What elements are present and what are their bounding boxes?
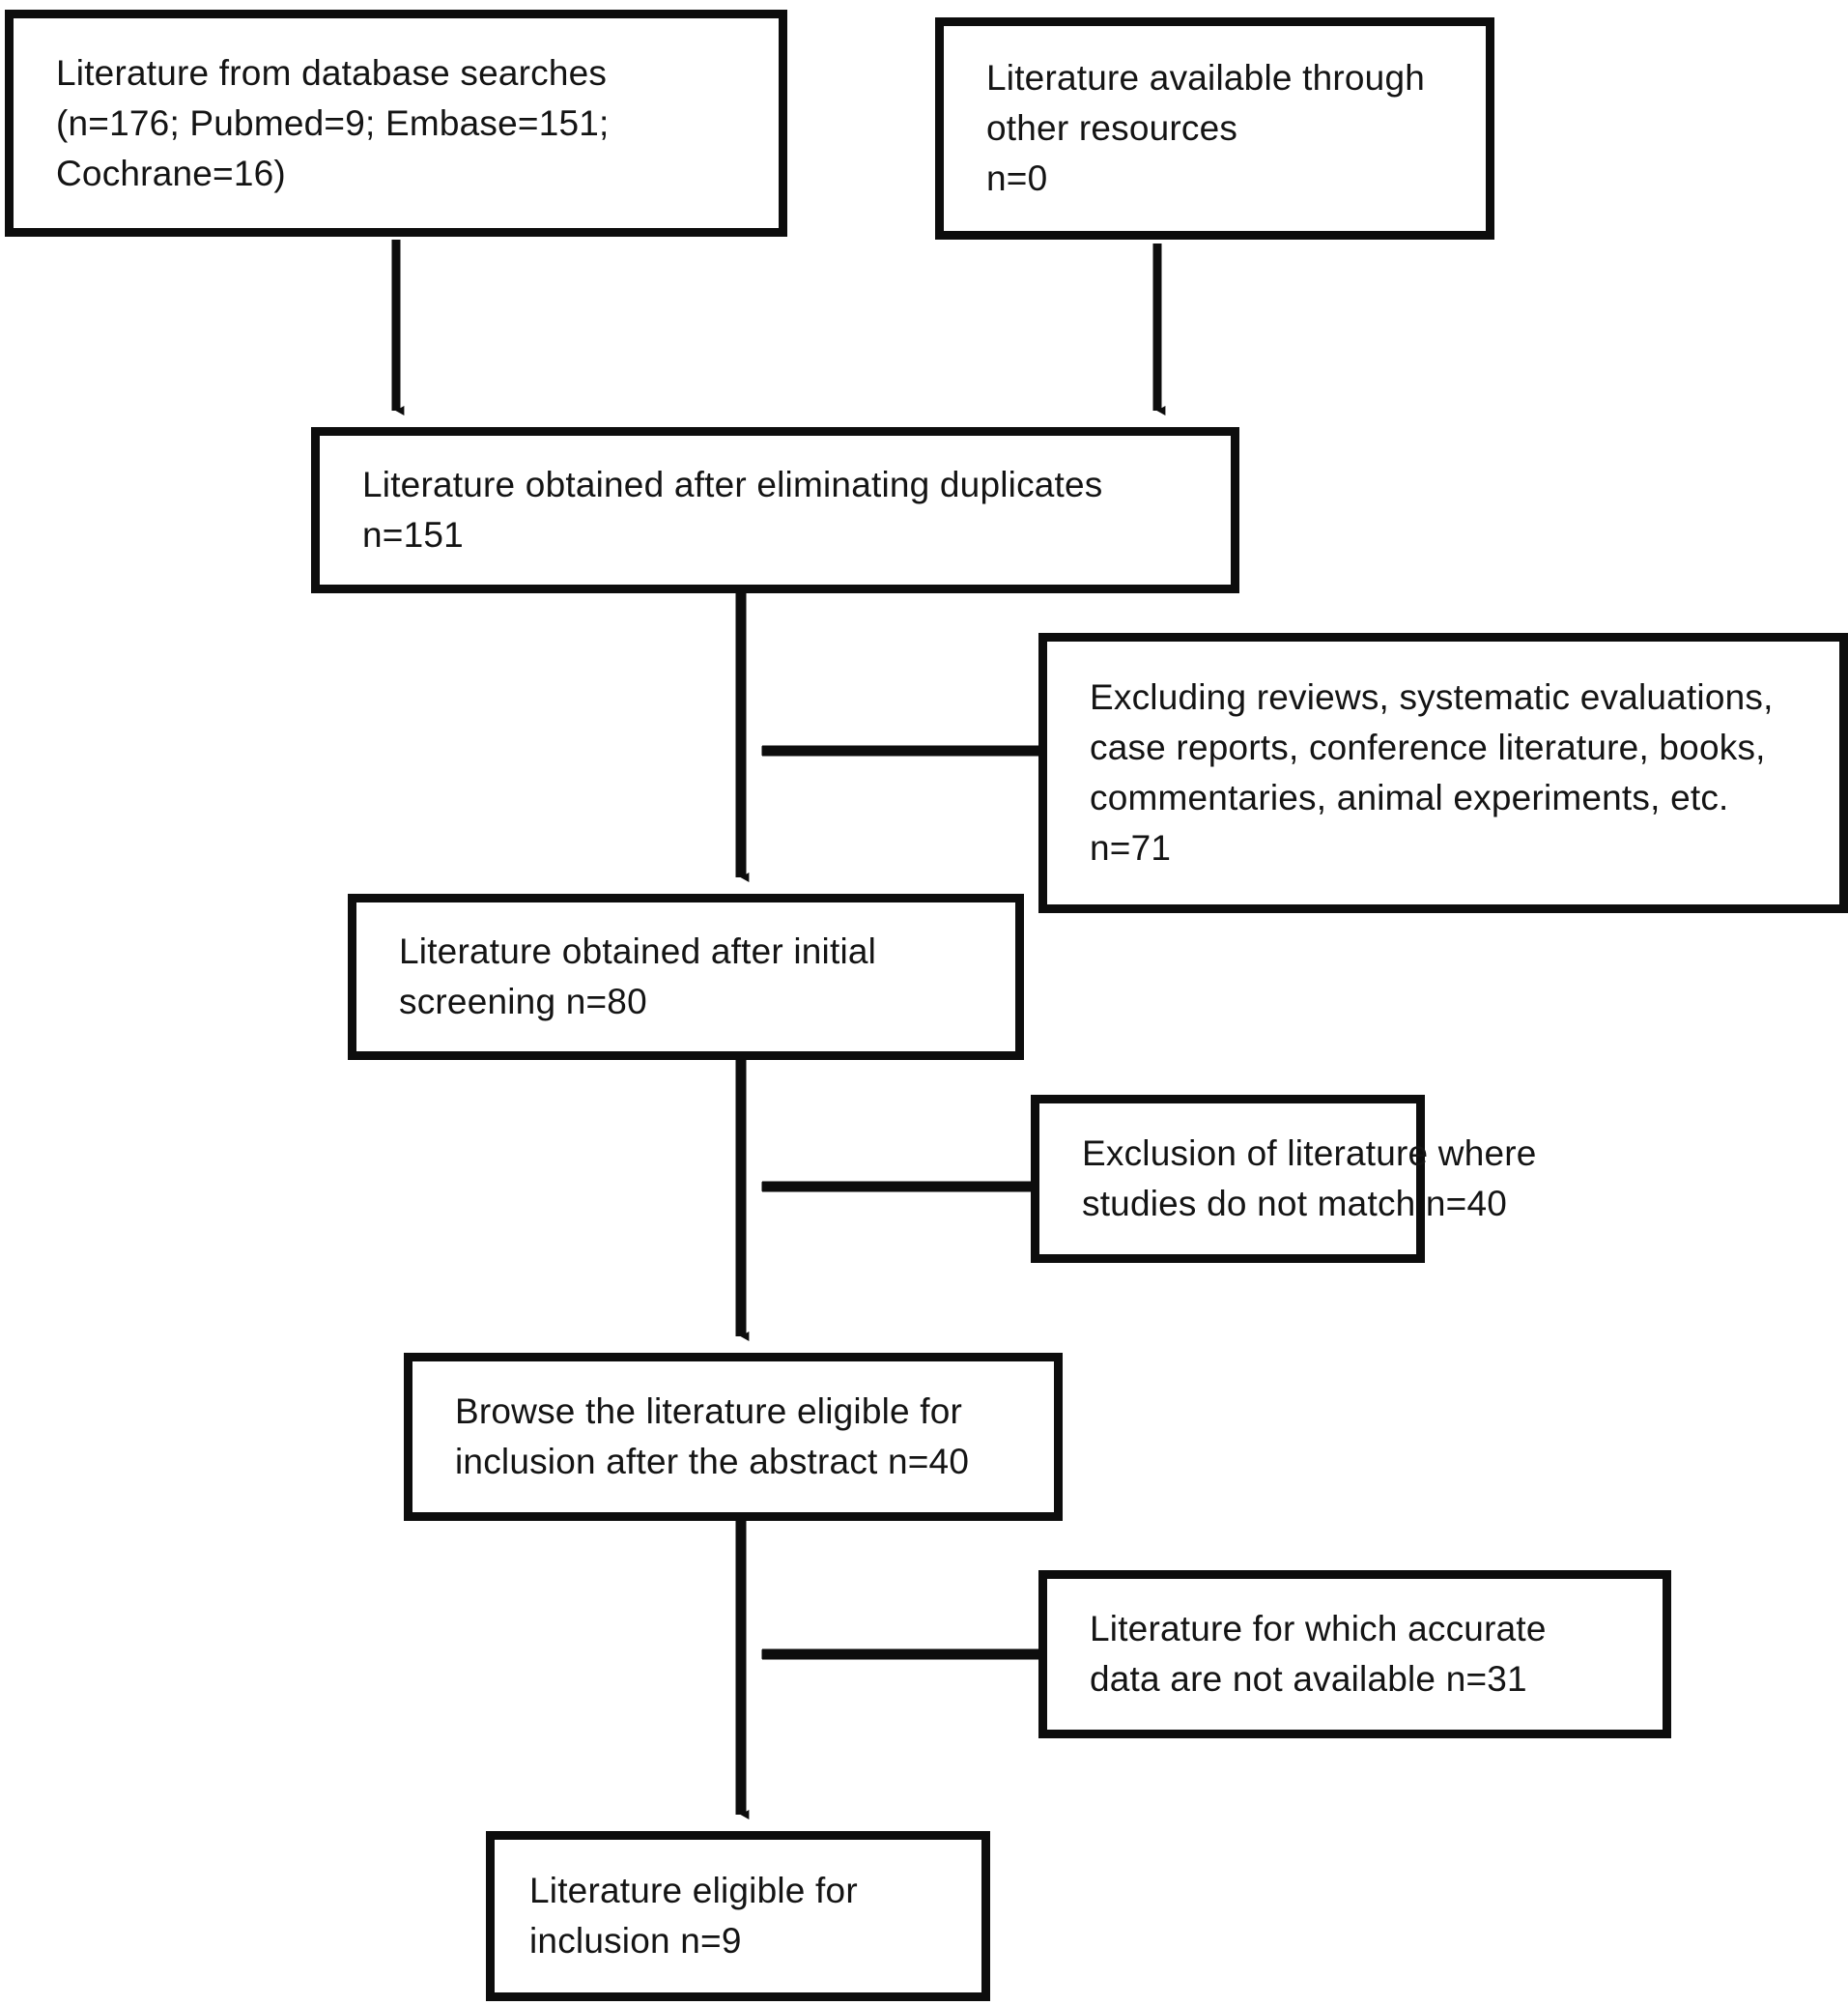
excluding-reviews-box: Excluding reviews, systematic evaluation… — [1038, 633, 1848, 913]
literature-after-initial-screening-box: Literature obtained after initial screen… — [348, 894, 1024, 1060]
node-line: (n=176; Pubmed=9; Embase=151; — [56, 102, 610, 143]
node-line: n=71 — [1090, 828, 1172, 868]
node-line: inclusion n=9 — [529, 1921, 742, 1961]
node-line: other resources — [986, 108, 1238, 148]
node-line: Literature for which accurate — [1090, 1609, 1547, 1648]
node-line: Cochrane=16) — [56, 153, 286, 193]
node-line: case reports, conference literature, boo… — [1090, 728, 1766, 767]
node-line: commentaries, animal experiments, etc. — [1090, 778, 1729, 817]
node-line: Excluding reviews, systematic evaluation… — [1090, 677, 1774, 717]
node-line: inclusion after the abstract n=40 — [455, 1442, 970, 1481]
node-line: Literature obtained after eliminating du… — [362, 465, 1103, 504]
node-line: n=151 — [362, 515, 464, 555]
literature-after-eliminating-duplicates-box: Literature obtained after eliminating du… — [311, 427, 1239, 593]
node-line: Literature obtained after initial — [399, 931, 877, 971]
node-line: n=0 — [986, 158, 1048, 198]
node-line: studies do not match n=40 — [1082, 1184, 1508, 1223]
node-line: Exclusion of literature where — [1082, 1133, 1537, 1173]
literature-accurate-data-not-available-box: Literature for which accurate data are n… — [1038, 1570, 1671, 1738]
node-line: Literature eligible for — [529, 1871, 858, 1910]
literature-eligible-for-inclusion-box: Literature eligible for inclusion n=9 — [486, 1831, 990, 2001]
node-line: Literature available through — [986, 58, 1426, 98]
node-line: screening n=80 — [399, 982, 647, 1021]
node-line: data are not available n=31 — [1090, 1659, 1527, 1699]
literature-from-database-searches-box: Literature from database searches (n=176… — [5, 10, 787, 237]
exclusion-studies-do-not-match-box: Exclusion of literature where studies do… — [1031, 1095, 1537, 1263]
node-line: Literature from database searches — [56, 52, 608, 93]
node-line: Browse the literature eligible for — [455, 1391, 963, 1431]
browse-literature-eligible-abstract-box: Browse the literature eligible for inclu… — [404, 1353, 1063, 1521]
literature-available-other-resources-box: Literature available through other resou… — [935, 17, 1494, 240]
